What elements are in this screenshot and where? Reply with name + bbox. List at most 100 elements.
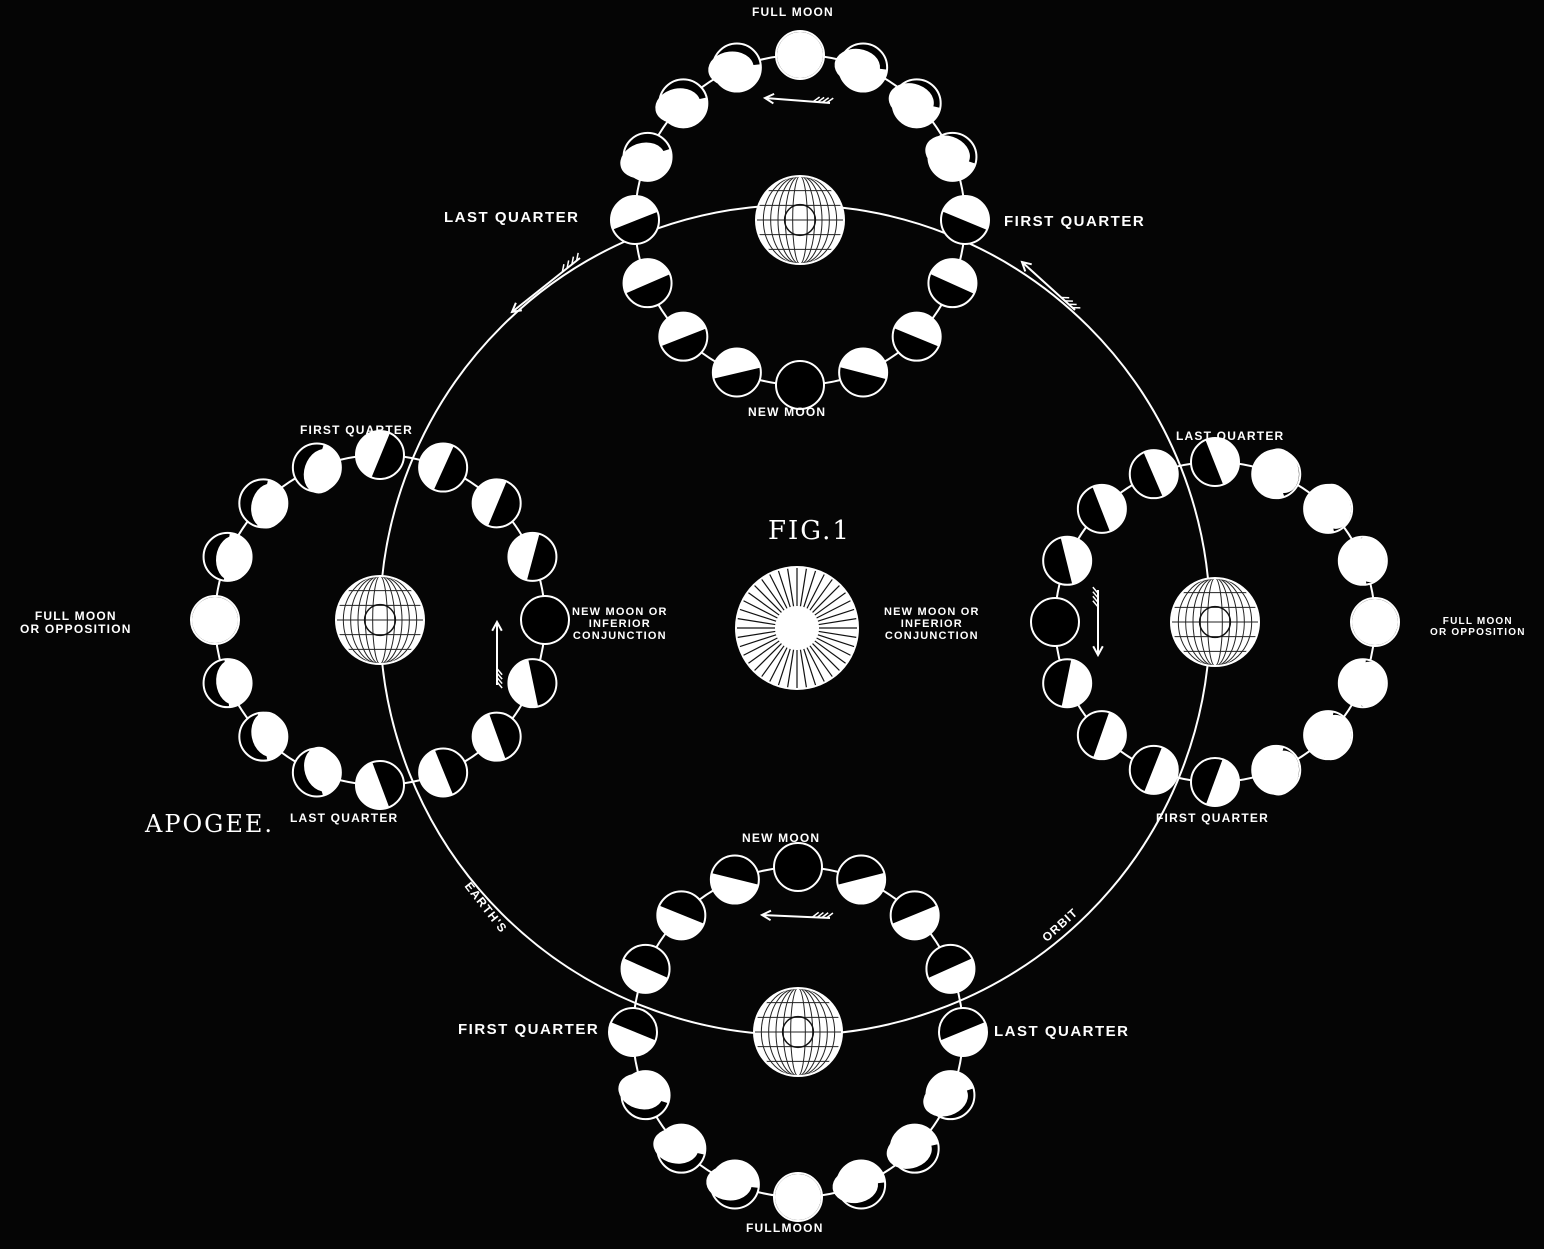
right-moon-system-moon <box>1130 746 1178 794</box>
right-moon-system-moon <box>1043 537 1091 585</box>
top-moon-system-moon <box>928 259 976 307</box>
left-moon-system-moon <box>356 431 404 479</box>
right-moon-system-moon <box>1252 746 1304 800</box>
orbit-arrow-upper-left-shaft <box>512 258 580 312</box>
orbit-arrow-upper-right-shaft <box>1022 262 1075 310</box>
left-new-moon-line3: CONJUNCTION <box>572 630 668 642</box>
bottom-moon-system-moon <box>891 891 939 939</box>
orbit-arrow-upper-left <box>512 253 580 312</box>
bottom-full-moon-label: FULLMOON <box>746 1222 824 1234</box>
top-moon-system-moon-lit <box>777 32 823 78</box>
bottom-moon-system-moon <box>657 891 705 939</box>
right-moon-system-moon <box>1043 659 1091 707</box>
top-full-moon-label: FULL MOON <box>752 6 834 18</box>
sun-core <box>779 610 815 646</box>
right-system-arrow <box>1093 587 1103 655</box>
left-new-moon-label: NEW MOON OR INFERIOR CONJUNCTION <box>572 606 668 642</box>
right-moon-system-moon <box>1078 711 1126 759</box>
bottom-new-moon-label: NEW MOON <box>742 832 820 844</box>
left-moon-system-moon <box>293 742 345 796</box>
right-full-moon-line2: OR OPPOSITION <box>1430 627 1526 638</box>
bottom-moon-system-moon <box>614 1068 670 1119</box>
left-moon-system-moon <box>521 596 569 644</box>
top-moon-system-moon-body <box>776 361 824 409</box>
left-last-quarter-label: LAST QUARTER <box>290 812 398 824</box>
top-moon-system-moon <box>839 348 887 396</box>
right-new-moon-line1: NEW MOON OR <box>884 606 980 618</box>
bottom-moon-system-moon <box>926 945 974 993</box>
right-moon-system-moon <box>1130 450 1178 498</box>
top-last-quarter-label: LAST QUARTER <box>444 210 580 225</box>
left-moon-system-moon <box>419 748 467 796</box>
left-moon-system-moon <box>191 596 239 644</box>
top-moon-system-moon <box>941 196 989 244</box>
right-new-moon-label: NEW MOON OR INFERIOR CONJUNCTION <box>884 606 980 642</box>
bottom-moon-system-earth <box>754 988 842 1076</box>
bottom-moon-system-moon <box>711 856 759 904</box>
left-system-arrow <box>492 622 502 688</box>
left-first-quarter-label: FIRST QUARTER <box>300 424 413 436</box>
top-moon-system-moon <box>713 348 761 396</box>
right-moon-system-moon <box>1304 480 1355 533</box>
bottom-moon-system-moon <box>831 1160 885 1208</box>
right-moon-system-moon-lit <box>1352 599 1398 645</box>
right-moon-system-moon <box>1191 758 1239 806</box>
top-moon-system-earth <box>756 176 844 264</box>
bottom-moon-system-moon-lit <box>775 1174 821 1220</box>
right-last-quarter-label: LAST QUARTER <box>1176 430 1284 442</box>
bottom-moon-system-moon <box>837 856 885 904</box>
bottom-moon-system-moon <box>939 1008 987 1056</box>
top-moon-system-moon <box>611 196 659 244</box>
orbit-arrow-upper-right <box>1022 262 1080 310</box>
right-full-moon-line1: FULL MOON <box>1430 616 1526 627</box>
right-new-moon-line3: CONJUNCTION <box>884 630 980 642</box>
bottom-system-arrow <box>762 911 833 921</box>
right-moon-system-earth <box>1171 578 1259 666</box>
right-moon-system-moon <box>1304 711 1355 763</box>
top-moon-system-moon <box>885 79 940 128</box>
right-moon-system-moon-body <box>1031 598 1079 646</box>
bottom-moon-system-moon <box>704 1160 758 1208</box>
top-system-arrow <box>765 94 833 104</box>
left-moon-system-moon <box>473 479 521 527</box>
top-moon-system-moon <box>893 313 941 361</box>
left-full-moon-label: FULL MOON OR OPPOSITION <box>20 610 132 636</box>
right-moon-system-moon <box>1339 535 1389 585</box>
right-moon-system-moon <box>1191 438 1239 486</box>
bottom-moon-system-moon <box>774 1173 822 1221</box>
top-moon-system-moon <box>659 313 707 361</box>
left-new-moon-line2: INFERIOR <box>572 618 668 630</box>
right-moon-system-moon <box>1078 485 1126 533</box>
bottom-moon-system-moon <box>883 1125 938 1173</box>
sun-layer <box>735 566 859 690</box>
left-moon-system-moon-body <box>521 596 569 644</box>
bottom-moon-system-moon <box>774 843 822 891</box>
bottom-moon-system-moon <box>609 1008 657 1056</box>
right-moon-system-moon <box>1031 598 1079 646</box>
top-moon-system-moon <box>706 44 760 92</box>
left-moon-system-moon-lit <box>192 597 238 643</box>
left-full-moon-line2: OR OPPOSITION <box>20 623 132 636</box>
top-moon-system-moon <box>776 31 824 79</box>
right-first-quarter-label: FIRST QUARTER <box>1156 812 1269 824</box>
left-moon-system-earth <box>336 576 424 664</box>
right-moon-system-moon <box>1351 598 1399 646</box>
top-moon-system-moon <box>921 130 977 181</box>
right-moon-system-moon <box>1339 659 1388 709</box>
left-moon-system-moon <box>419 444 467 492</box>
bottom-first-quarter-label: FIRST QUARTER <box>458 1022 599 1037</box>
left-moon-system-moon <box>204 658 253 708</box>
top-moon-system-moon <box>776 361 824 409</box>
left-moon-system-moon <box>204 533 254 583</box>
bottom-moon-system-moon <box>650 1124 705 1172</box>
left-moon-system-moon <box>508 533 556 581</box>
top-first-quarter-label: FIRST QUARTER <box>1004 214 1145 229</box>
bottom-moon-system-moon-body <box>774 843 822 891</box>
bottom-last-quarter-label: LAST QUARTER <box>994 1024 1130 1039</box>
sun <box>735 566 859 690</box>
top-moon-system-moon <box>624 259 672 307</box>
top-new-moon-label: NEW MOON <box>748 406 826 418</box>
left-moon-system-moon <box>508 659 556 707</box>
